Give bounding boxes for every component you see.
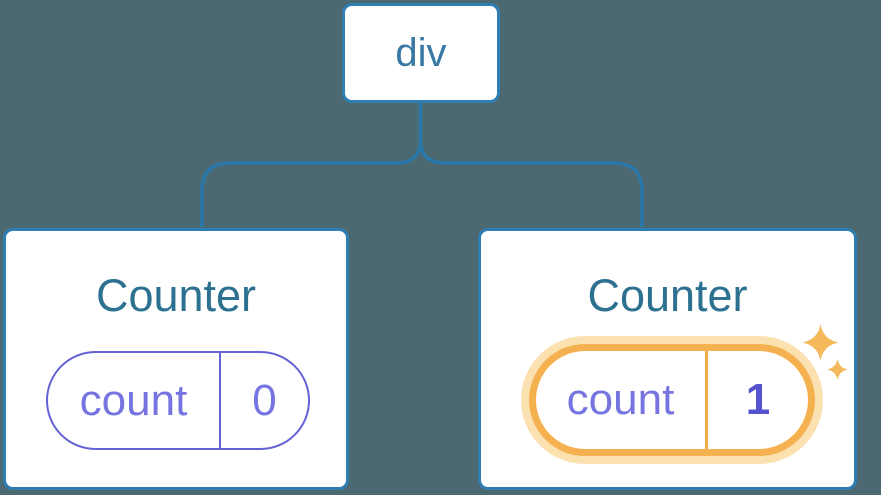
root-node-label: div	[395, 30, 447, 75]
counter-title: Counter	[95, 270, 257, 321]
state-pill-left: count 0	[46, 351, 310, 450]
state-key-cell: count	[536, 351, 708, 449]
state-key-label: count	[566, 375, 675, 424]
state-value-cell: 1	[708, 351, 808, 449]
state-value: 0	[252, 375, 277, 425]
state-key-cell: count	[48, 353, 221, 448]
state-value: 1	[745, 375, 771, 424]
sparkles-icon	[802, 324, 839, 361]
root-node-div: div	[342, 3, 500, 103]
state-value-cell: 0	[221, 353, 308, 448]
state-pill-right-highlighted: count 1	[529, 344, 815, 456]
connector-right-branch	[418, 103, 644, 227]
counter-title: Counter	[587, 270, 748, 321]
state-key-label: count	[79, 375, 188, 425]
counter-card-left: Counter count 0	[3, 228, 349, 490]
connector-left-branch	[200, 103, 423, 227]
counter-card-right: Counter count 1	[478, 228, 857, 490]
sparkles-icon	[827, 359, 848, 380]
